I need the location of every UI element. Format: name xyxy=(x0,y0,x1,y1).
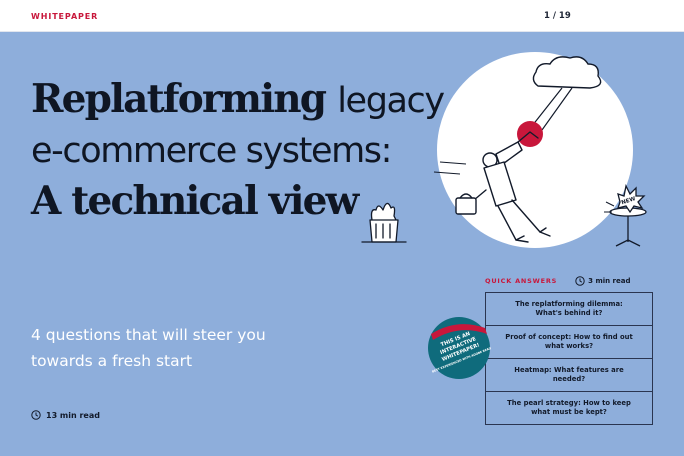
plant-illustration xyxy=(361,202,407,243)
clock-icon xyxy=(575,276,585,286)
read-time: 13 min read xyxy=(31,410,100,420)
clock-icon xyxy=(31,410,41,420)
quick-answers-read-time: 3 min read xyxy=(575,276,631,286)
page-indicator: 1 / 19 xyxy=(544,11,571,21)
quick-answer-link[interactable]: The replatforming dilemma: What's behind… xyxy=(485,293,653,326)
quick-answers-label: QUICK ANSWERS xyxy=(485,277,558,285)
hero-illustration: NEW xyxy=(433,52,647,248)
title-line-3: A technical view xyxy=(31,178,359,224)
read-time-text: 13 min read xyxy=(46,410,100,420)
quick-answer-link[interactable]: Proof of concept: How to find out what w… xyxy=(485,326,653,359)
interactive-whitepaper-badge: THIS IS AN INTERACTIVE WHITEPAPER! BEST … xyxy=(428,317,491,379)
title-line-1: Replatforming legacy xyxy=(31,76,445,122)
document-type-label: WHITEPAPER xyxy=(31,12,99,21)
subtitle: 4 questions that will steer you towards … xyxy=(31,326,266,370)
new-sign-text: NEW xyxy=(621,196,637,206)
quick-answer-link[interactable]: The pearl strategy: How to keep what mus… xyxy=(485,392,653,425)
page-title: Replatforming legacy e-commerce systems:… xyxy=(31,74,451,226)
quick-answers-header: QUICK ANSWERS 3 min read xyxy=(485,276,631,286)
quick-answer-link[interactable]: Heatmap: What features are needed? xyxy=(485,359,653,392)
title-line-2: e-commerce systems: xyxy=(31,131,392,171)
quick-answers-list: The replatforming dilemma: What's behind… xyxy=(485,292,653,425)
top-bar: WHITEPAPER 1 / 19 xyxy=(0,0,684,32)
